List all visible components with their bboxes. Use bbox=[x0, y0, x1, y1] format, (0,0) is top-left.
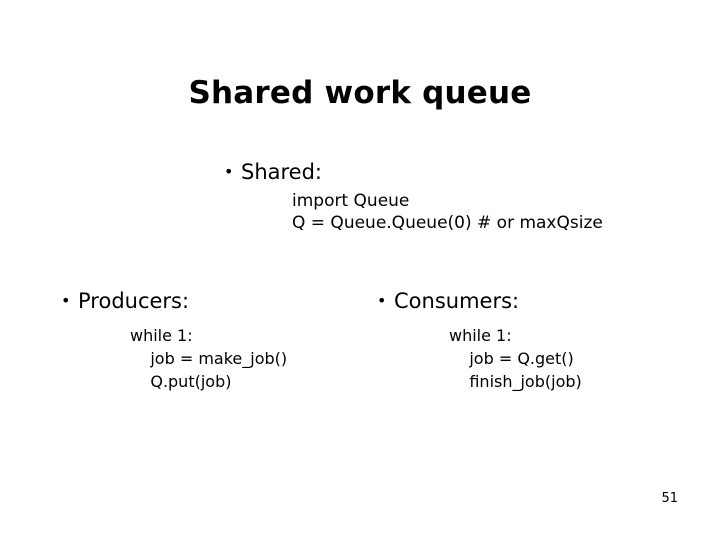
consumers-heading: • Consumers: bbox=[377, 289, 697, 314]
code-line: job = make_job() bbox=[130, 349, 288, 369]
consumers-heading-label: Consumers: bbox=[394, 289, 520, 313]
shared-heading-label: Shared: bbox=[241, 160, 323, 184]
producers-code-block: while 1: job = make_job() Q.put(job) bbox=[130, 324, 371, 394]
code-line: finish_job(job) bbox=[449, 372, 582, 392]
code-line: import Queue bbox=[292, 190, 410, 211]
code-line: while 1: bbox=[130, 325, 193, 345]
bullet-icon: • bbox=[224, 162, 234, 181]
page-title: Shared work queue bbox=[188, 75, 532, 111]
code-line: Q.put(job) bbox=[130, 372, 232, 392]
bullet-icon: • bbox=[61, 291, 71, 310]
page-number: 51 bbox=[661, 491, 678, 506]
shared-code-block: import Queue Q = Queue.Queue(0) # or max… bbox=[292, 190, 694, 234]
bullet-icon: • bbox=[377, 291, 387, 310]
code-line: while 1: bbox=[449, 325, 512, 345]
consumers-code-block: while 1: job = Q.get() finish_job(job) bbox=[449, 324, 697, 394]
producers-column: • Producers: while 1: job = make_job() Q.… bbox=[61, 289, 371, 394]
producers-heading: • Producers: bbox=[61, 289, 371, 314]
code-line: job = Q.get() bbox=[449, 349, 574, 369]
shared-heading: • Shared: bbox=[224, 160, 694, 185]
shared-section: • Shared: import Queue Q = Queue.Queue(0)… bbox=[224, 160, 694, 234]
consumers-column: • Consumers: while 1: job = Q.get() finis… bbox=[377, 289, 697, 394]
code-line: Q = Queue.Queue(0) # or maxQsize bbox=[292, 212, 603, 233]
producers-heading-label: Producers: bbox=[78, 289, 190, 313]
